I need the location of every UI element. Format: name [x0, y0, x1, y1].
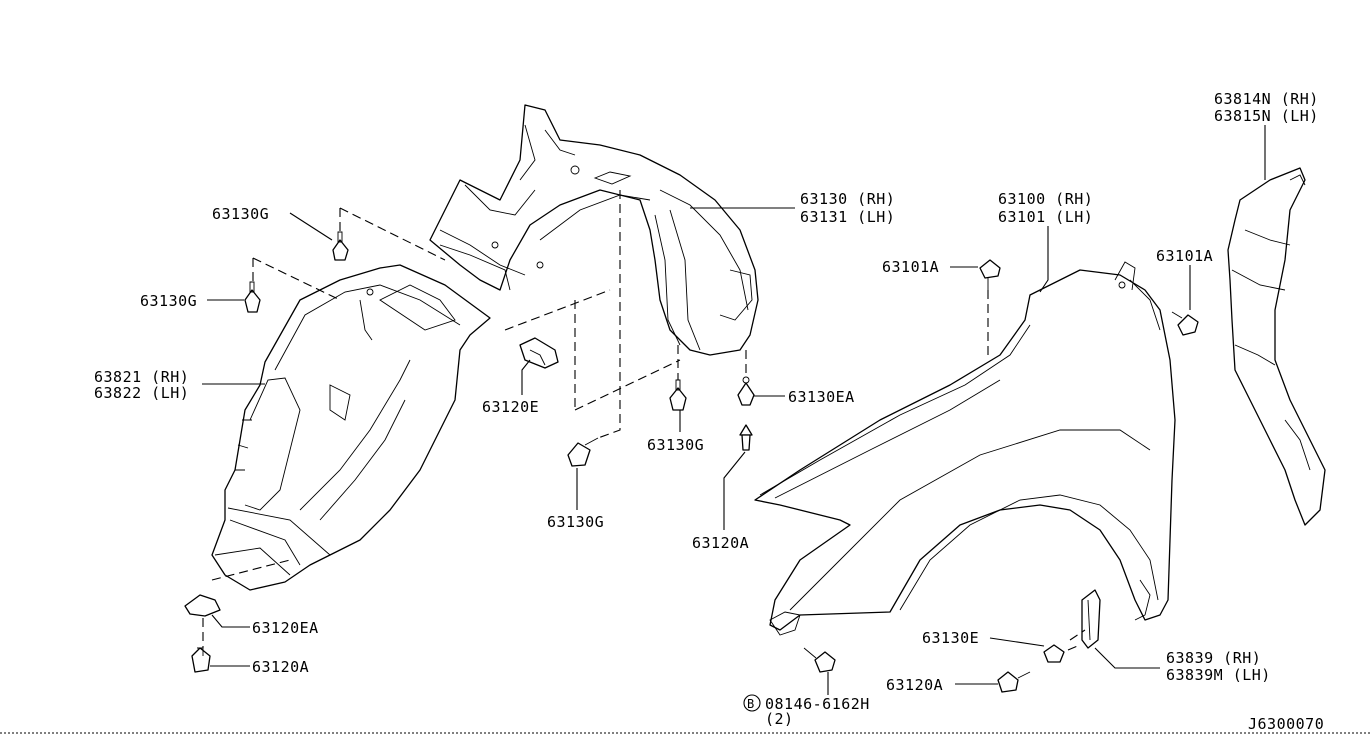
label-bolt-qty: (2) — [765, 710, 794, 728]
label-63120a-right: 63120A — [886, 676, 943, 694]
label-63101: 63101 (LH) — [998, 208, 1093, 226]
fender-protector-rear-part — [211, 264, 491, 591]
label-63120e: 63120E — [482, 398, 539, 416]
bolt-circle-marker — [743, 694, 761, 712]
clip-63130e-part — [1043, 644, 1065, 663]
label-63821: 63821 (RH) — [94, 368, 189, 386]
clip-63130g-top-part — [332, 231, 349, 261]
bracket-63120e-part — [519, 337, 559, 369]
seal-63839-part — [1081, 589, 1101, 649]
label-63839m: 63839M (LH) — [1166, 666, 1271, 684]
screw-63120a-left-part — [191, 647, 211, 673]
fender-protector-front-part — [429, 104, 759, 356]
label-63130: 63130 (RH) — [800, 190, 895, 208]
bolt-63101a-top-part — [979, 259, 1001, 290]
label-63130ea: 63130EA — [788, 388, 855, 406]
splash-guard-part — [1227, 167, 1326, 526]
label-63130g-mid: 63130G — [547, 513, 604, 531]
label-63131: 63131 (LH) — [800, 208, 895, 226]
label-63120a-left: 63120A — [252, 658, 309, 676]
label-63815n: 63815N (LH) — [1214, 107, 1319, 125]
bolt-63101a-right-part — [1171, 311, 1199, 336]
leader-lines — [202, 125, 1266, 695]
clip-63130g-left-part — [244, 281, 261, 313]
label-63814n: 63814N (RH) — [1214, 90, 1319, 108]
screw-63120a-right-part — [997, 671, 1031, 693]
label-bolt-circle: B — [747, 697, 755, 711]
label-63130g-top: 63130G — [212, 205, 269, 223]
bolt-08146-part — [803, 647, 836, 673]
clip-63130g-mid-part — [567, 437, 599, 467]
label-63120a-mid: 63120A — [692, 534, 749, 552]
label-63839: 63839 (RH) — [1166, 649, 1261, 667]
clip-63130ea-part — [737, 376, 755, 406]
label-63120ea: 63120EA — [252, 619, 319, 637]
label-63100: 63100 (RH) — [998, 190, 1093, 208]
screw-63120a-mid-part — [739, 424, 753, 451]
label-08146: 08146-6162H — [765, 695, 870, 713]
label-63101a-right: 63101A — [1156, 247, 1213, 265]
bracket-63120ea-part — [184, 594, 221, 617]
alignment-lines — [202, 190, 1086, 651]
label-63130g-right: 63130G — [647, 436, 704, 454]
front-fender-part — [754, 261, 1176, 636]
label-63101a-top: 63101A — [882, 258, 939, 276]
label-63822: 63822 (LH) — [94, 384, 189, 402]
label-63130e: 63130E — [922, 629, 979, 647]
label-63130g-left: 63130G — [140, 292, 197, 310]
clip-63130g-right-part — [669, 379, 687, 411]
diagram-id: J6300070 — [1248, 715, 1324, 733]
labels: 63130G 63130G 63821 (RH) 63822 (LH) 6312… — [94, 90, 1324, 733]
